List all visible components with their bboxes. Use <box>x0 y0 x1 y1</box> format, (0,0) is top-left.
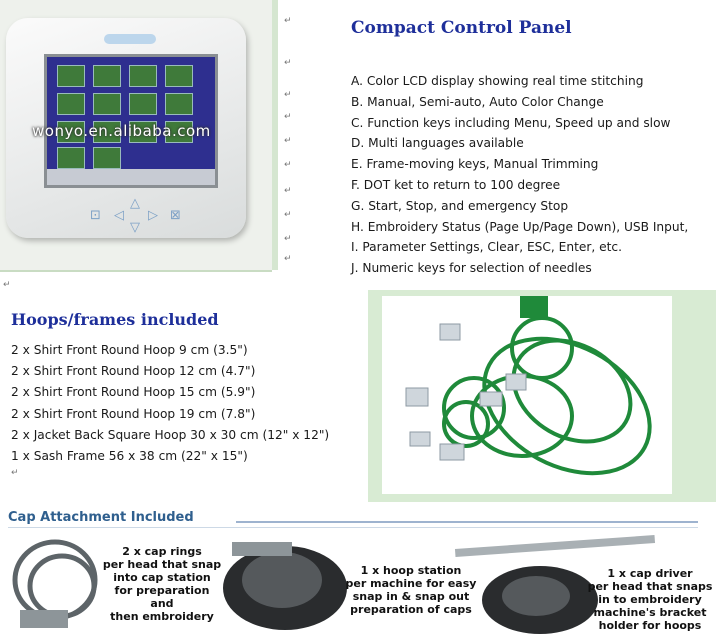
key-icon: ⊡ <box>90 208 101 223</box>
arrow-up-icon: △ <box>130 196 140 211</box>
list-item: 2 x Shirt Front Round Hoop 19 cm (7.8") <box>11 406 256 421</box>
list-item: 2 x Shirt Front Round Hoop 9 cm (3.5") <box>11 343 248 357</box>
hoop-station-caption: 1 x hoop station per machine for easy sn… <box>345 564 477 616</box>
control-panel-list: A. Color LCD display showing real time s… <box>351 71 688 279</box>
hoops-list: 2 x Shirt Front Round Hoop 9 cm (3.5") 2… <box>11 340 329 467</box>
lcd-screen <box>44 54 218 188</box>
list-item: E. Frame-moving keys, Manual Trimming <box>351 157 599 172</box>
device-keypad: ⊡ ◁ △ ▽ ▷ ⊠ <box>90 196 186 236</box>
close-key-icon: ⊠ <box>170 208 181 223</box>
hoops-photo <box>382 296 672 494</box>
cap-attachment-illustration <box>12 535 656 634</box>
list-item: B. Manual, Semi-auto, Auto Color Change <box>351 94 604 109</box>
list-item: D. Multi languages available <box>351 136 524 151</box>
list-item: C. Function keys including Menu, Speed u… <box>351 115 671 130</box>
list-item: J. Numeric keys for selection of needles <box>351 261 592 276</box>
list-item: 1 x Sash Frame 56 x 38 cm (22" x 15") <box>11 449 248 464</box>
divider <box>236 521 698 523</box>
hoops-illustration <box>405 296 652 476</box>
arrow-left-icon: ◁ <box>114 208 124 223</box>
arrow-down-icon: ▽ <box>130 220 140 235</box>
photo-border <box>272 0 278 270</box>
list-item: 2 x Shirt Front Round Hoop 15 cm (5.9") <box>11 385 256 400</box>
list-item: H. Embroidery Status (Page Up/Page Down)… <box>351 219 689 234</box>
list-item: G. Start, Stop, and emergency Stop <box>351 198 569 213</box>
cap-driver-caption: 1 x cap driver per head that snaps in to… <box>587 567 713 632</box>
control-panel-title: Compact Control Panel <box>351 18 572 38</box>
watermark: wonyo.en.alibaba.com <box>32 122 211 140</box>
cap-rings-caption: 2 x cap rings per head that snap into ca… <box>102 545 222 623</box>
divider <box>8 527 698 528</box>
list-item: A. Color LCD display showing real time s… <box>351 74 644 88</box>
list-item: I. Parameter Settings, Clear, ESC, Enter… <box>351 240 622 255</box>
list-item: 2 x Jacket Back Square Hoop 30 x 30 cm (… <box>11 427 330 442</box>
list-item: F. DOT ket to return to 100 degree <box>351 177 561 192</box>
arrow-right-icon: ▷ <box>148 208 158 223</box>
cap-attachment-title: Cap Attachment Included <box>8 510 194 525</box>
list-item: 2 x Shirt Front Round Hoop 12 cm (4.7") <box>11 364 256 379</box>
hoops-title: Hoops/frames included <box>11 310 219 329</box>
device-top-light <box>104 34 156 44</box>
